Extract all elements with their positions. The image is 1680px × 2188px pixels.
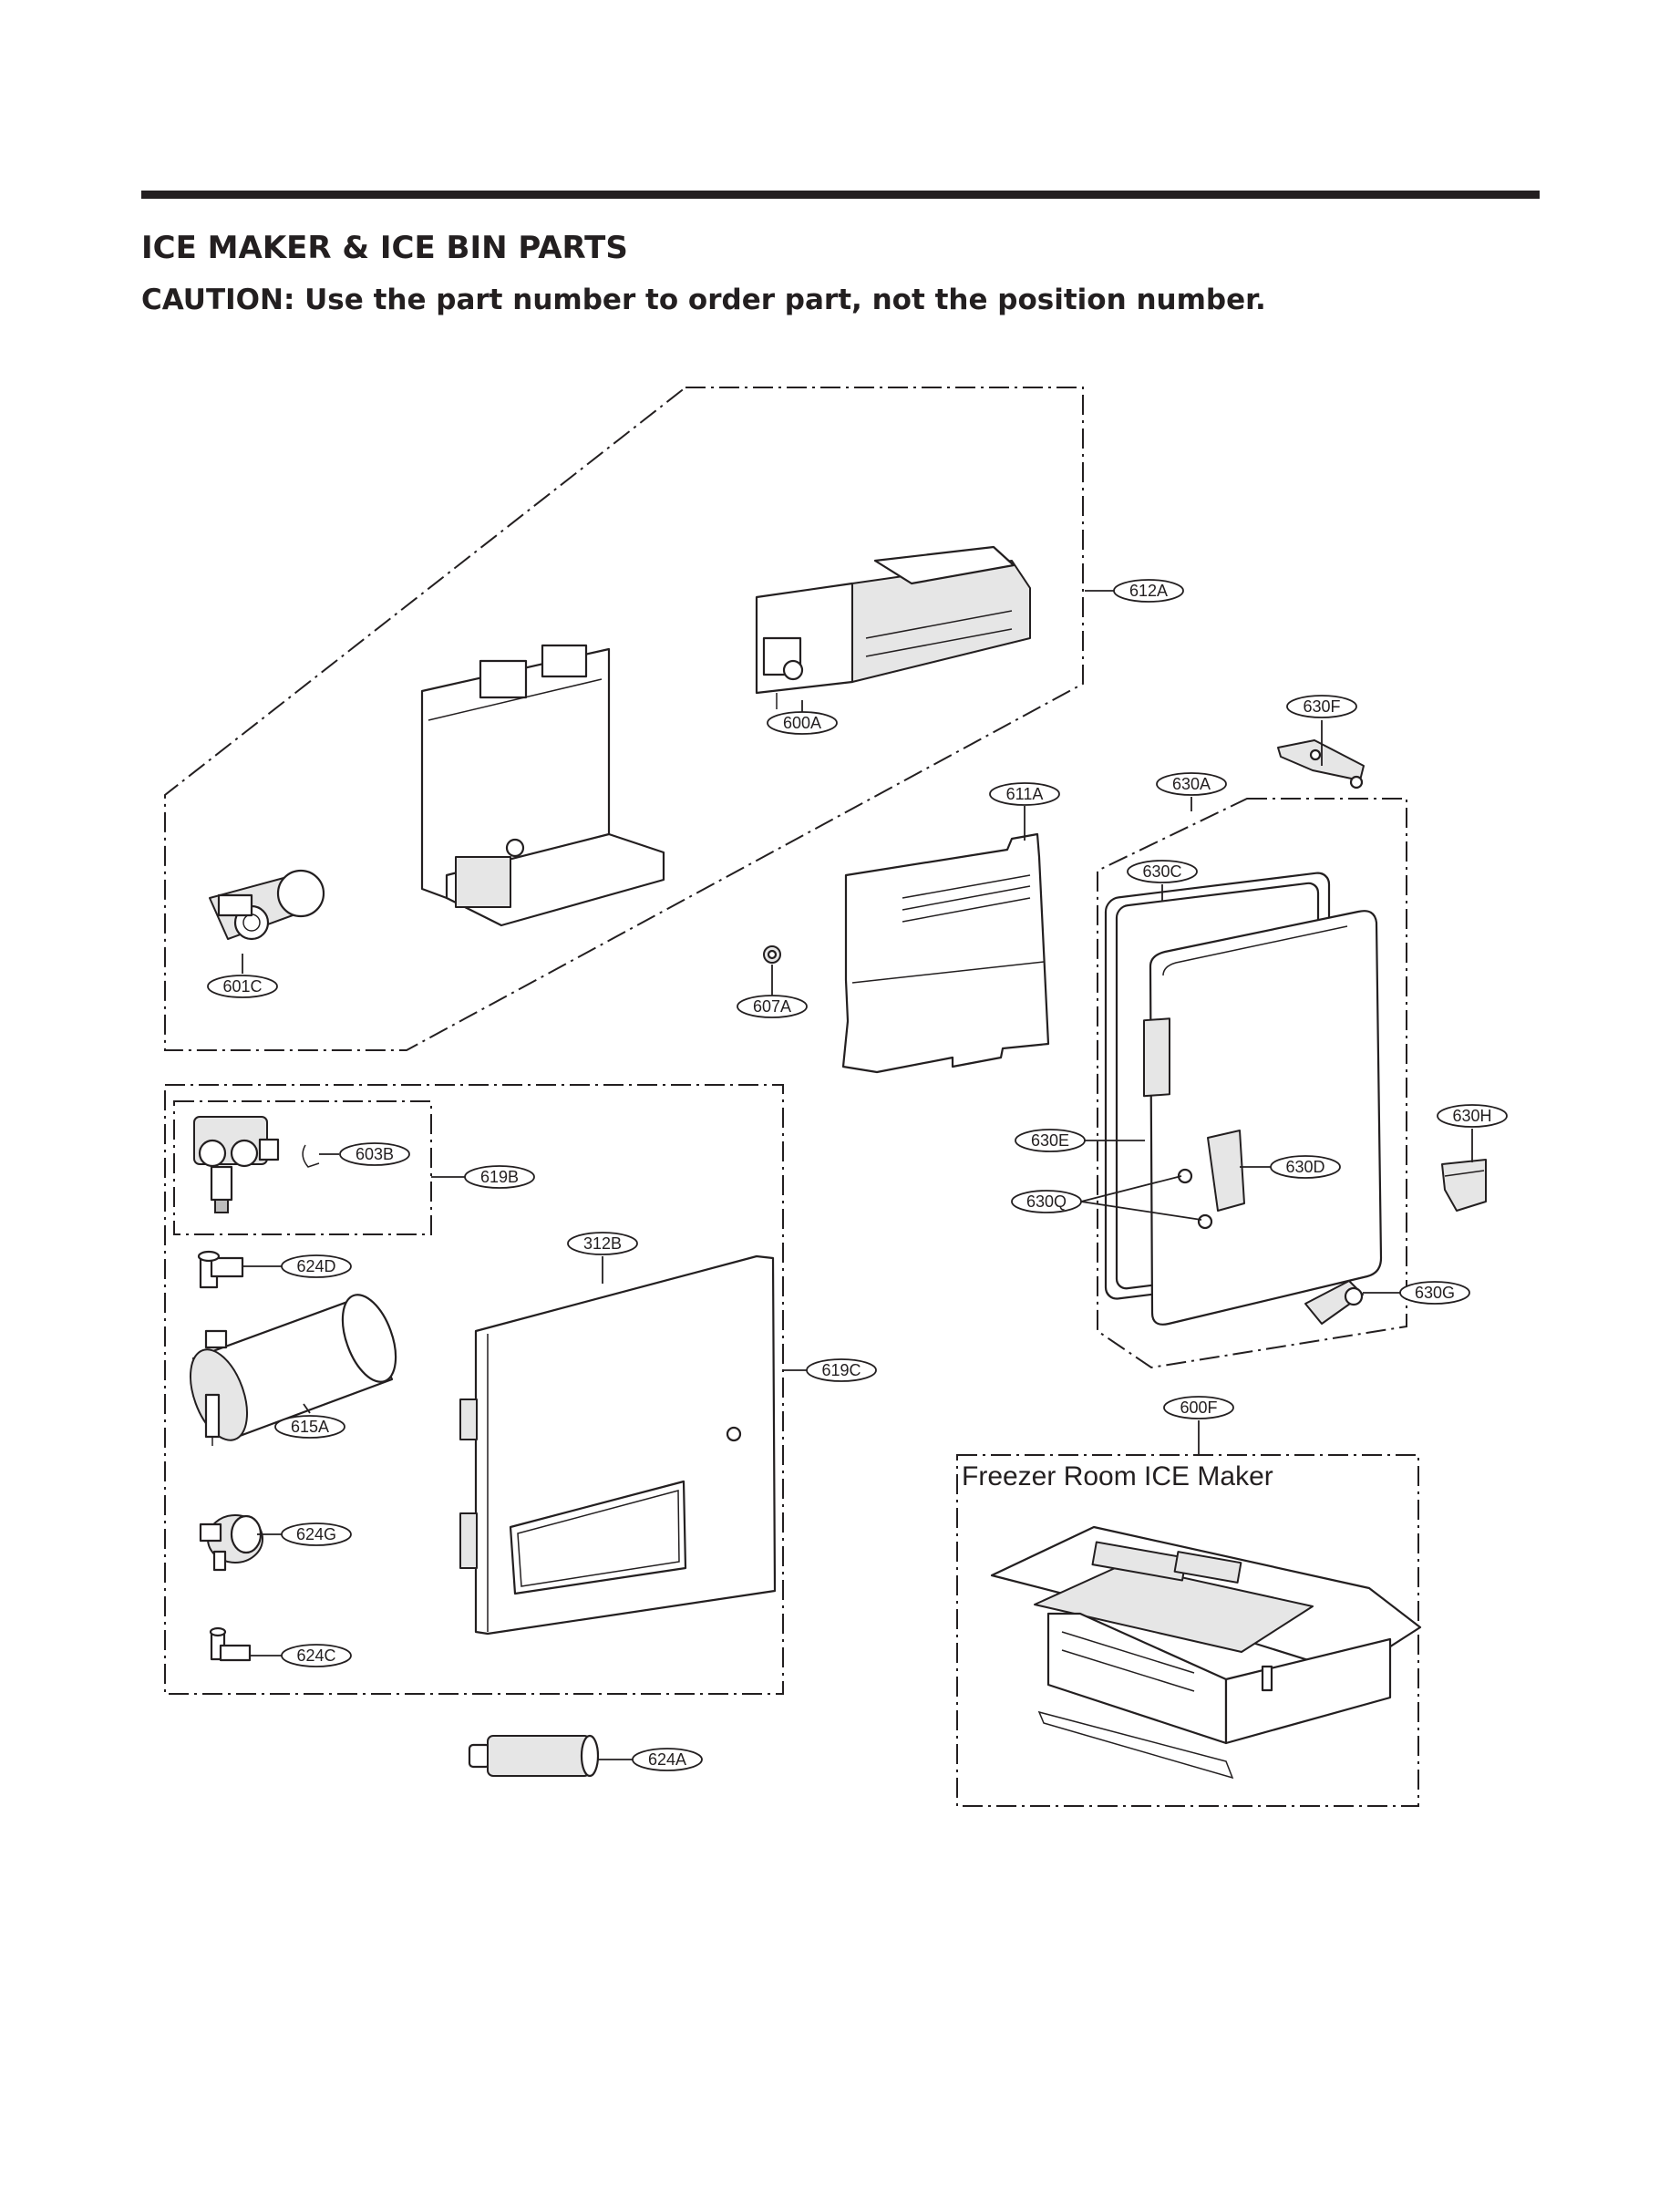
svg-text:624G: 624G	[296, 1525, 336, 1543]
svg-text:607A: 607A	[753, 997, 791, 1016]
callout-630Q: 630Q	[1011, 1190, 1082, 1213]
door-latch-drawing	[1441, 1159, 1487, 1212]
callout-607A: 607A	[737, 995, 808, 1018]
ice-maker-assembly-boundary	[164, 387, 1084, 1051]
callout-630G: 630G	[1399, 1281, 1470, 1305]
connector-fitting-drawing	[209, 1626, 252, 1662]
elbow-fitting-drawing	[197, 1250, 244, 1289]
callout-619C: 619C	[806, 1358, 877, 1382]
svg-text:630E: 630E	[1031, 1131, 1069, 1150]
svg-text:630C: 630C	[1142, 862, 1181, 881]
callout-312B: 312B	[567, 1232, 638, 1255]
callout-611A: 611A	[989, 782, 1060, 806]
caution-note: CAUTION: Use the part number to order pa…	[141, 284, 1266, 316]
svg-text:619B: 619B	[480, 1168, 519, 1186]
svg-text:603B: 603B	[356, 1145, 394, 1163]
freezer-room-ice-maker-drawing	[990, 1525, 1422, 1780]
svg-text:600F: 600F	[1180, 1398, 1217, 1417]
water-filter-drawing	[190, 1294, 397, 1446]
ice-bin-door-drawing	[1104, 872, 1383, 1326]
svg-text:312B: 312B	[583, 1234, 622, 1253]
callout-624C: 624C	[281, 1644, 352, 1667]
svg-text:619C: 619C	[821, 1361, 861, 1379]
dispenser-cover-drawing	[459, 1254, 777, 1636]
callout-600A: 600A	[767, 711, 838, 735]
svg-text:611A: 611A	[1006, 785, 1044, 803]
svg-text:630G: 630G	[1415, 1284, 1455, 1302]
door-hinge-drawing	[1277, 739, 1365, 790]
callout-615A: 615A	[274, 1415, 345, 1439]
page-title: ICE MAKER & ICE BIN PARTS	[141, 230, 628, 266]
svg-text:600A: 600A	[783, 714, 821, 732]
freezer-room-ice-maker-label: Freezer Room ICE Maker	[962, 1461, 1273, 1491]
freezer-room-ice-maker-boundary	[956, 1454, 1419, 1807]
valve-clip-drawing	[302, 1144, 320, 1168]
callout-619B: 619B	[464, 1165, 535, 1189]
callout-624G: 624G	[281, 1522, 352, 1546]
svg-text:630A: 630A	[1172, 775, 1211, 793]
ice-maker-unit-drawing	[755, 545, 1031, 709]
callout-601C: 601C	[207, 975, 278, 998]
auger-motor-drawing	[209, 869, 325, 941]
door-bracket-drawing	[1304, 1280, 1364, 1325]
callout-630C: 630C	[1127, 860, 1198, 883]
svg-text:624D: 624D	[296, 1257, 335, 1275]
svg-text:612A: 612A	[1129, 582, 1168, 600]
header-rule	[141, 191, 1540, 199]
inline-fitting-drawing	[199, 1514, 263, 1572]
callout-630F: 630F	[1286, 695, 1357, 718]
ice-bin-door-boundary	[1097, 798, 1407, 1369]
callout-603B: 603B	[339, 1142, 410, 1166]
svg-text:630D: 630D	[1285, 1158, 1324, 1176]
callout-630E: 630E	[1015, 1129, 1086, 1152]
svg-text:630H: 630H	[1452, 1107, 1491, 1125]
water-valve-drawing	[193, 1116, 280, 1213]
ice-maker-bracket-drawing	[420, 644, 665, 927]
callout-630A: 630A	[1156, 772, 1227, 796]
bypass-cartridge-drawing	[468, 1734, 600, 1778]
callout-600F: 600F	[1163, 1396, 1234, 1419]
valve-subgroup-boundary	[173, 1100, 432, 1235]
valve-assembly-boundary	[164, 1084, 784, 1695]
callout-630D: 630D	[1270, 1155, 1341, 1179]
svg-text:630Q: 630Q	[1026, 1192, 1067, 1211]
callout-624D: 624D	[281, 1254, 352, 1278]
ice-bin-cover-drawing	[841, 832, 1050, 1074]
svg-text:624A: 624A	[648, 1750, 686, 1769]
callout-630H: 630H	[1437, 1104, 1508, 1128]
svg-text:601C: 601C	[222, 977, 262, 996]
callout-612A: 612A	[1113, 579, 1184, 603]
svg-text:615A: 615A	[291, 1418, 329, 1436]
svg-text:630F: 630F	[1303, 697, 1340, 716]
svg-text:624C: 624C	[296, 1646, 335, 1665]
callout-624A: 624A	[632, 1748, 703, 1771]
screw-drawing	[763, 945, 781, 964]
